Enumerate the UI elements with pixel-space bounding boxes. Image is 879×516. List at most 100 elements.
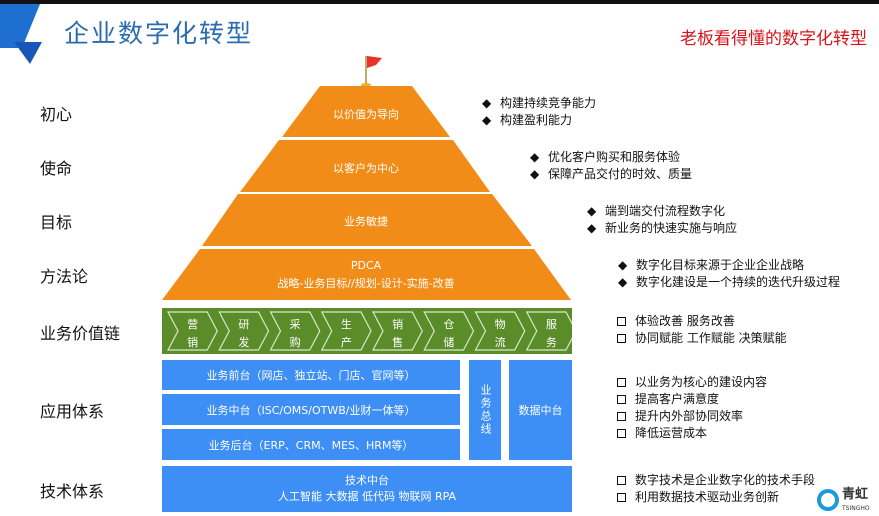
- diamond-bullet-icon: ◆: [530, 167, 540, 181]
- bullet-text: 新业务的快速实施与响应: [605, 221, 738, 235]
- tier-2-text: 以客户为中心: [333, 162, 399, 175]
- bullets-row-4: ◆ 数字化目标来源于企业企业战略 ◆ 数字化建设是一个持续的迭代升级过程: [618, 257, 840, 291]
- bullet-text: 数字化建设是一个持续的迭代升级过程: [636, 275, 841, 289]
- diamond-bullet-icon: ◆: [618, 275, 628, 289]
- diamond-bullet-icon: ◆: [587, 204, 597, 218]
- value-chain-label: 生: [341, 317, 352, 331]
- bullets-row-3: ◆ 端到端交付流程数字化 ◆ 新业务的快速实施与响应: [587, 203, 737, 237]
- tier-4-subtext: 战略-业务目标//规划-设计-实施-改善: [277, 277, 455, 290]
- bullet-item: ◆ 优化客户购买和服务体验: [530, 149, 692, 166]
- value-chain-label: 研: [238, 318, 249, 331]
- bullet-text: 提高客户满意度: [635, 392, 720, 406]
- square-bullet-icon: [617, 412, 626, 421]
- diamond-bullet-icon: ◆: [482, 96, 492, 110]
- tech-middle-office: 技术中台 人工智能 大数据 低代码 物联网 RPA: [162, 466, 572, 512]
- bullet-item: ◆ 数字化建设是一个持续的迭代升级过程: [618, 274, 840, 291]
- bullet-item: 提高客户满意度: [617, 391, 767, 408]
- bullet-text: 数字化目标来源于企业企业战略: [636, 258, 805, 272]
- logo-ring-icon: [817, 489, 839, 511]
- value-chain-label: 储: [443, 335, 454, 349]
- bullet-item: 数字技术是企业数字化的技术手段: [617, 472, 815, 489]
- bullet-text: 优化客户购买和服务体验: [548, 150, 681, 164]
- row-label: 使命: [40, 159, 73, 178]
- bullet-item: 提升内外部协同效率: [617, 408, 767, 425]
- bullet-text: 协同赋能 工作赋能 决策赋能: [635, 331, 787, 345]
- square-bullet-icon: [617, 334, 626, 343]
- brand-logo: 青虹 TSINGHO: [816, 486, 879, 515]
- bullet-item: ◆ 构建持续竞争能力: [482, 95, 596, 112]
- bullet-text: 利用数据技术驱动业务创新: [635, 490, 780, 504]
- bullet-text: 数字技术是企业数字化的技术手段: [635, 473, 816, 487]
- bullets-row-1: ◆ 构建持续竞争能力 ◆构建盈利能力: [482, 95, 596, 129]
- diamond-bullet-icon: ◆: [618, 258, 628, 272]
- bullet-item: 降低运营成本: [617, 425, 767, 442]
- bullet-item: ◆ 数字化目标来源于企业企业战略: [618, 257, 840, 274]
- bullet-item: 以业务为核心的建设内容: [617, 374, 767, 391]
- value-chain-label: 产: [341, 335, 352, 349]
- page-subtitle: 老板看得懂的数字化转型: [680, 29, 867, 49]
- bullet-text: 以业务为核心的建设内容: [635, 375, 768, 389]
- top-bar: [0, 0, 879, 4]
- value-chain-arrow: [269, 311, 321, 351]
- pyramid-tier-3: [202, 194, 532, 246]
- value-chain-label: 售: [392, 335, 403, 349]
- business-front-office: 业务前台（网店、独立站、门店、官网等）: [162, 360, 460, 390]
- pyramid-tier-4: [162, 249, 571, 300]
- data-middle-office: 数据中台: [509, 360, 572, 460]
- bullets-row-2: ◆ 优化客户购买和服务体验 ◆ 保障产品交付的时效、质量: [530, 149, 692, 183]
- square-bullet-icon: [617, 317, 626, 326]
- value-chain-label: 营: [187, 317, 198, 331]
- value-chain-label: 服: [546, 318, 557, 331]
- row-label: 目标: [40, 213, 73, 232]
- value-chain-label: 物: [495, 317, 506, 331]
- row-label: 业务价值链: [40, 324, 121, 343]
- flag-icon: [367, 56, 382, 68]
- square-bullet-icon: [617, 395, 626, 404]
- bullet-text: 体验改善 服务改善: [635, 314, 735, 328]
- logo-text: 青虹: [842, 487, 869, 502]
- bullet-item: 体验改善 服务改善: [617, 313, 787, 330]
- bullet-text: 保障产品交付的时效、质量: [548, 167, 693, 181]
- row-label: 方法论: [40, 267, 89, 286]
- square-bullet-icon: [617, 493, 626, 502]
- bullets-row-6: 以业务为核心的建设内容 提高客户满意度 提升内外部协同效率 降低运营成本: [617, 374, 767, 442]
- bullet-item: 利用数据技术驱动业务创新: [617, 489, 815, 506]
- value-chain-arrow: [525, 311, 577, 351]
- value-chain-arrow: [167, 311, 218, 351]
- value-chain-label: 销: [187, 335, 198, 349]
- bullets-row-7: 数字技术是企业数字化的技术手段 利用数据技术驱动业务创新: [617, 472, 815, 506]
- pyramid-tier-2: [240, 140, 490, 192]
- bullet-item: ◆ 保障产品交付的时效、质量: [530, 166, 692, 183]
- pyramid-tier-1: [282, 86, 450, 137]
- bullet-text: 提升内外部协同效率: [635, 409, 744, 423]
- business-bus: 业务总线: [469, 360, 501, 460]
- value-chain-label: 流: [495, 335, 506, 349]
- bullet-item: ◆构建盈利能力: [482, 112, 596, 129]
- bullet-text: 降低运营成本: [635, 426, 708, 440]
- bullet-item: 协同赋能 工作赋能 决策赋能: [617, 330, 787, 347]
- value-chain: 营销研发采购生产销售仓储物流服务: [162, 308, 577, 354]
- bullet-item: ◆ 端到端交付流程数字化: [587, 203, 737, 220]
- page-title: 企业数字化转型: [64, 19, 254, 48]
- bullet-text: 构建持续竞争能力: [500, 96, 597, 110]
- bullet-text: 构建盈利能力: [500, 113, 573, 127]
- value-chain-label: 销: [392, 317, 403, 331]
- diamond-bullet-icon: ◆: [587, 221, 597, 235]
- tier-3-text: 业务敏捷: [344, 215, 388, 228]
- bullets-row-5: 体验改善 服务改善 协同赋能 工作赋能 决策赋能: [617, 313, 787, 347]
- business-back-office: 业务后台（ERP、CRM、MES、HRM等）: [162, 429, 460, 460]
- bullet-text: 端到端交付流程数字化: [605, 204, 726, 218]
- value-chain-label: 仓: [443, 317, 454, 331]
- square-bullet-icon: [617, 429, 626, 438]
- value-chain-label: 发: [238, 335, 249, 349]
- row-label: 初心: [40, 105, 73, 124]
- header-logo-shape: [0, 4, 42, 64]
- square-bullet-icon: [617, 476, 626, 485]
- tier-1-text: 以价值为导向: [333, 108, 399, 121]
- row-label: 应用体系: [40, 402, 105, 421]
- logo-subtext: TSINGHO: [842, 505, 870, 512]
- value-chain-arrow: [474, 311, 526, 351]
- diamond-bullet-icon: ◆: [530, 150, 540, 164]
